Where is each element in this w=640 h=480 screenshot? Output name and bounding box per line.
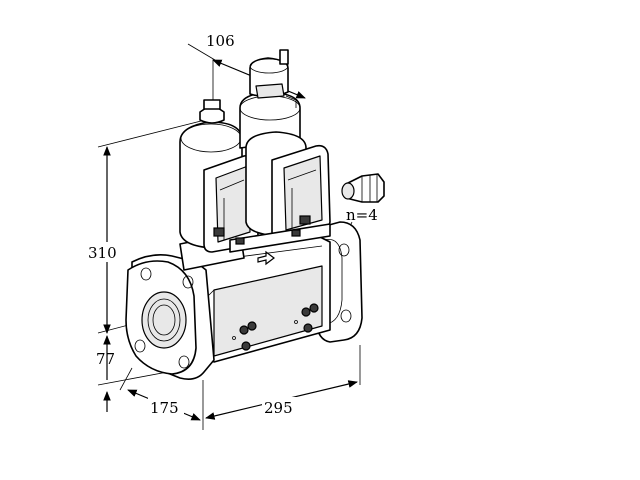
flange-bolt-hole-4 <box>178 355 190 369</box>
pressure-port-3 <box>241 341 251 351</box>
pressure-port-5 <box>309 303 319 313</box>
valve-assembly <box>125 49 385 380</box>
pressure-port-2 <box>247 321 257 331</box>
pressure-port-4 <box>301 307 311 317</box>
vent-pipe <box>279 49 289 65</box>
inlet-bore <box>141 291 187 349</box>
flange-bolt-count-label: n=4 <box>346 206 378 224</box>
coil-nut-left <box>199 107 225 124</box>
pressure-port-1 <box>239 325 249 335</box>
cable-gland <box>341 173 385 203</box>
dim-length-label: 295 <box>264 399 293 417</box>
dim-depth-label: 175 <box>150 399 179 417</box>
pressure-port-6 <box>303 323 313 333</box>
flange-bolt-hole-3 <box>134 339 146 353</box>
flow-direction-arrow <box>257 250 275 266</box>
dim-310-ext-top <box>97 119 206 148</box>
dim-106-leader <box>187 43 216 61</box>
flange-bolt-hole-1 <box>140 267 152 281</box>
coil-cap-left <box>203 99 221 110</box>
flange-bolt-hole-2 <box>182 275 194 289</box>
dim-base-height-label: 77 <box>96 350 115 368</box>
dim-top-width-label: 106 <box>206 32 235 50</box>
dim-175-ext-left <box>119 367 133 391</box>
solenoid-coil-right <box>239 49 331 241</box>
dimension-labels: 106 310 77 175 295 n=4 <box>86 30 378 417</box>
dim-height-label: 310 <box>88 244 117 262</box>
coil-base-plate <box>229 223 331 253</box>
solenoid-coil-left <box>179 99 259 253</box>
inlet-flange <box>125 254 215 380</box>
valve-housing <box>195 235 331 363</box>
